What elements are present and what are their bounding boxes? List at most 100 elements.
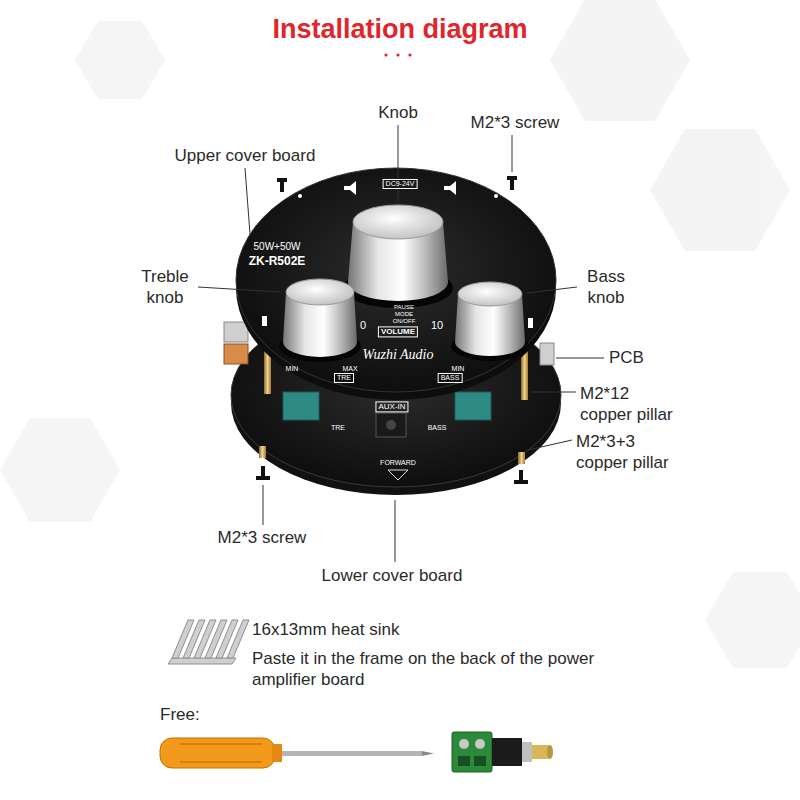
leader-line: [528, 440, 572, 450]
dc-connector: [475, 739, 485, 749]
screw: [261, 466, 265, 476]
heat-sink: [168, 620, 249, 664]
leader-line: [527, 287, 577, 293]
board-print: ZK-R502E: [249, 254, 306, 269]
lower-board: [283, 392, 319, 420]
knob: [458, 282, 522, 306]
background-hexagons: [0, 418, 120, 522]
lower-board: [455, 392, 491, 420]
lower-board: [386, 420, 396, 430]
page-title: Installation diagram: [272, 13, 527, 47]
screw: [519, 470, 523, 480]
background-hexagons: [650, 129, 790, 251]
board-print: MIN: [286, 365, 299, 374]
callout-label: 16x13mm heat sink: [252, 619, 399, 640]
lower-board: [224, 344, 248, 364]
board-print: MODE: [395, 311, 413, 319]
leader-line: [512, 135, 513, 172]
board-print: VOLUME: [378, 326, 418, 337]
upper-board: [298, 194, 302, 198]
knob: [286, 279, 354, 305]
callout-label: Bass knob: [581, 266, 631, 309]
board-print: TRE: [331, 424, 345, 433]
callout-label: PCB: [609, 347, 644, 368]
callout-label: Treble knob: [134, 266, 196, 309]
dc-connector: [459, 739, 469, 749]
lower-board: [540, 343, 554, 365]
board-print: 0: [360, 319, 366, 333]
callout-label: M2*12 copper pillar: [580, 383, 680, 426]
leader-line: [395, 500, 396, 562]
upper-board: [236, 168, 556, 400]
dc-connector: [492, 738, 522, 766]
board-print: 50W+50W: [254, 241, 301, 254]
board-print: AUX-IN: [375, 401, 408, 412]
upper-board: [236, 168, 556, 392]
dc-connector: [452, 732, 553, 772]
copper-pillar: [259, 446, 266, 458]
upper-board: [444, 181, 456, 195]
dc-connector: [522, 742, 532, 762]
background-hexagons: [550, 0, 690, 121]
copper-pillar: [518, 452, 525, 464]
screw: [510, 180, 514, 190]
leader-line: [198, 287, 280, 292]
heat-sink: [227, 620, 249, 658]
screw: [256, 476, 270, 480]
dc-connector: [547, 745, 553, 759]
knob: [353, 205, 443, 239]
screwdriver: [272, 744, 282, 762]
callout-label: M2*3 screw: [471, 112, 560, 133]
screw: [280, 182, 284, 192]
dc-connector: [458, 756, 470, 766]
board-print: BASS: [428, 424, 447, 433]
board-print: FORWARD: [380, 459, 416, 468]
background-hexagons: [75, 21, 165, 99]
title-dots: [384, 53, 411, 56]
background-hexagons: [0, 0, 800, 668]
leader-line: [556, 358, 604, 359]
screw: [277, 178, 287, 182]
screwdriver: [180, 761, 262, 763]
board-print: BASS: [438, 373, 463, 383]
screwdriver: [422, 751, 434, 756]
upper-board: [262, 316, 267, 326]
screw: [514, 480, 528, 484]
board-print: DC9-24V: [383, 179, 418, 189]
callout-label: Free:: [160, 704, 200, 725]
heat-sink: [168, 658, 236, 664]
upper-board: [494, 194, 498, 198]
lower-board: [388, 470, 408, 480]
board-print: PAUSE: [394, 304, 414, 312]
screwdriver: [282, 751, 422, 756]
callout-label: Paste it in the frame on the back of the…: [252, 648, 647, 691]
callout-label: Knob: [378, 102, 418, 123]
callout-label: Lower cover board: [322, 565, 463, 586]
leader-line: [398, 125, 399, 202]
board-print: 10: [431, 319, 443, 333]
screwdriver: [160, 738, 275, 768]
background-hexagons: [705, 572, 800, 668]
screw: [507, 176, 517, 180]
board-print: Wuzhi Audio: [363, 346, 434, 364]
callout-label: M2*3 screw: [218, 527, 307, 548]
upper-board: [528, 318, 533, 328]
title-dots: [384, 53, 387, 56]
dc-connector: [474, 756, 486, 766]
knob: [279, 205, 529, 362]
leader-line: [263, 485, 264, 525]
dc-connector: [452, 732, 492, 772]
title-dots: [396, 53, 399, 56]
screwdriver: [160, 738, 434, 768]
callout-label: M2*3+3 copper pillar: [576, 431, 676, 474]
lower-board: [224, 322, 248, 342]
upper-board: [344, 181, 356, 195]
leader-line: [198, 125, 604, 562]
lower-board: [376, 413, 406, 437]
screwdriver: [180, 743, 262, 745]
title-dots: [408, 53, 411, 56]
leader-line: [245, 168, 250, 234]
board-print: ON/OFF: [393, 318, 416, 326]
leader-line: [531, 392, 576, 393]
